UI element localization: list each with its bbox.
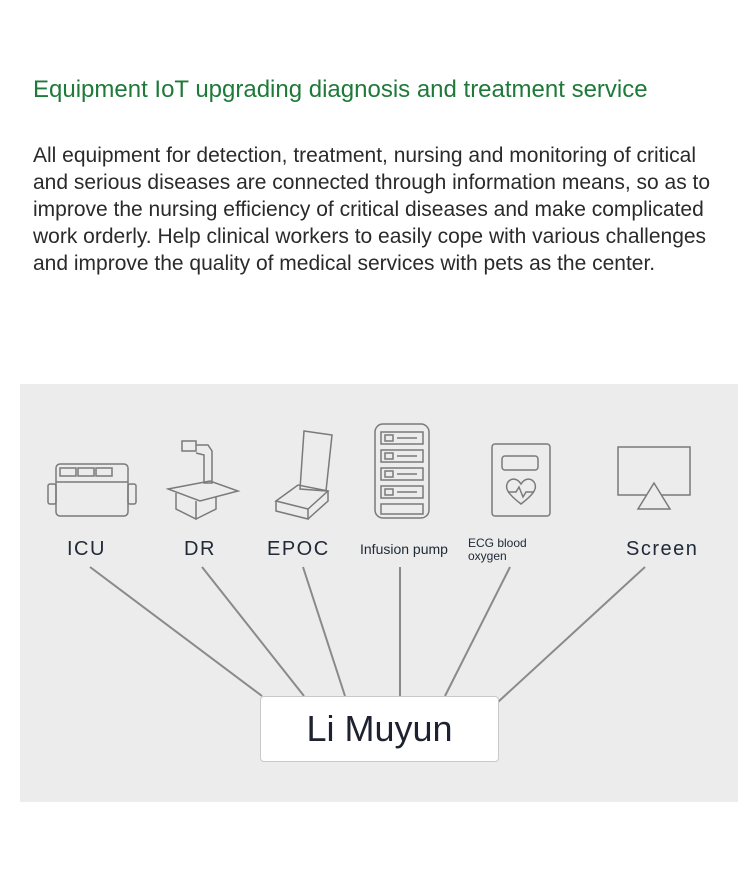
hub-box: Li Muyun bbox=[260, 696, 499, 762]
infusion-pump-icon bbox=[373, 422, 431, 520]
icu-bed-icon bbox=[46, 460, 138, 520]
device-label-epoc: EPOC bbox=[267, 538, 330, 560]
connector-icu bbox=[89, 566, 263, 697]
ecg-monitor-icon bbox=[490, 442, 552, 518]
connection-lines bbox=[89, 566, 646, 703]
connector-ecg bbox=[444, 566, 511, 697]
screen-icon bbox=[614, 445, 694, 511]
device-label-ecg-line2: oxygen bbox=[468, 549, 507, 563]
connector-epoc bbox=[302, 566, 346, 697]
device-label-infusion-pump: Infusion pump bbox=[360, 541, 448, 557]
device-label-icu: ICU bbox=[67, 538, 106, 560]
device-label-screen: Screen bbox=[626, 538, 699, 560]
connector-screen bbox=[497, 566, 646, 703]
connector-dr bbox=[201, 566, 305, 697]
description-paragraph: All equipment for detection, treatment, … bbox=[33, 144, 711, 275]
device-label-dr: DR bbox=[184, 538, 216, 560]
dr-xray-icon bbox=[166, 439, 242, 521]
epoc-analyzer-icon bbox=[270, 429, 336, 521]
iot-diagram-panel: ICU DR EPOC bbox=[20, 384, 738, 802]
section-title: Equipment IoT upgrading diagnosis and tr… bbox=[33, 76, 648, 103]
device-label-ecg: ECG blood oxygen bbox=[468, 537, 527, 563]
hub-label: Li Muyun bbox=[306, 708, 453, 749]
device-label-ecg-line1: ECG blood bbox=[468, 536, 527, 550]
